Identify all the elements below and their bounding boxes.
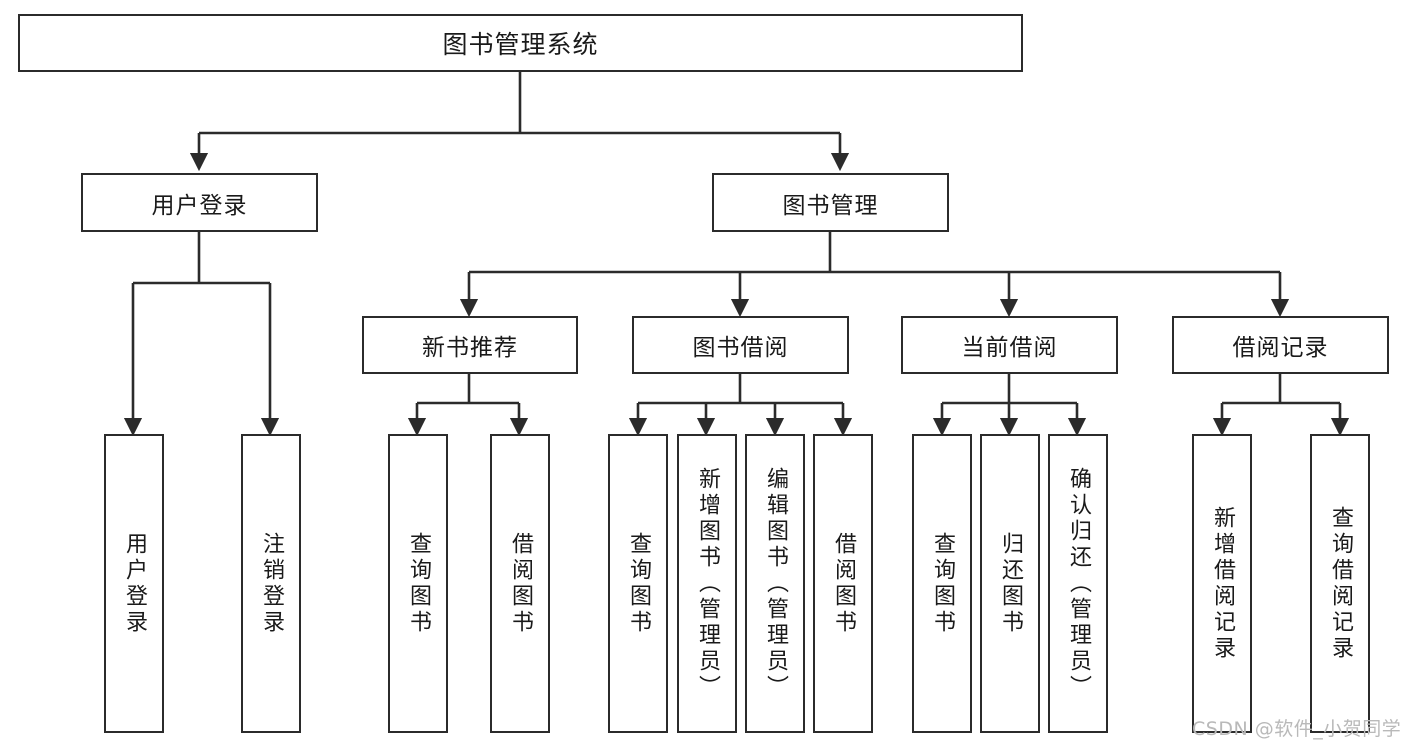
node-leaf-logout-login-label: 注销登录 bbox=[259, 531, 284, 636]
node-leaf-add-book-label: 新增图书（管理员） bbox=[695, 466, 720, 701]
node-root-label: 图书管理系统 bbox=[442, 30, 599, 59]
node-leaf-borrow-book-1-label: 借阅图书 bbox=[508, 531, 533, 636]
node-leaf-edit-book-label: 编辑图书（管理员） bbox=[763, 466, 788, 701]
node-borrow-record-label: 借阅记录 bbox=[1232, 335, 1329, 361]
node-leaf-return-book-label: 归还图书 bbox=[998, 531, 1023, 636]
node-leaf-query-book-1[interactable]: 查询图书 bbox=[388, 434, 448, 733]
node-root[interactable]: 图书管理系统 bbox=[18, 14, 1023, 72]
node-borrow-record[interactable]: 借阅记录 bbox=[1172, 316, 1389, 374]
node-book-management[interactable]: 图书管理 bbox=[712, 173, 949, 232]
node-user-login-label: 用户登录 bbox=[151, 192, 248, 219]
node-book-borrow-label: 图书借阅 bbox=[692, 335, 789, 361]
watermark: CSDN @软件_小贺同学 bbox=[1192, 718, 1402, 740]
node-leaf-borrow-book-2-label: 借阅图书 bbox=[831, 531, 856, 636]
node-leaf-logout-login[interactable]: 注销登录 bbox=[241, 434, 301, 733]
node-leaf-return-book[interactable]: 归还图书 bbox=[980, 434, 1040, 733]
node-leaf-query-book-2-label: 查询图书 bbox=[626, 531, 651, 636]
node-leaf-query-book-1-label: 查询图书 bbox=[406, 531, 431, 636]
node-leaf-add-record-label: 新增借阅记录 bbox=[1210, 505, 1235, 662]
node-leaf-add-book[interactable]: 新增图书（管理员） bbox=[677, 434, 737, 733]
node-leaf-borrow-book-1[interactable]: 借阅图书 bbox=[490, 434, 550, 733]
node-new-book-recommend-label: 新书推荐 bbox=[422, 335, 518, 361]
node-leaf-query-record[interactable]: 查询借阅记录 bbox=[1310, 434, 1370, 733]
node-leaf-query-book-3-label: 查询图书 bbox=[930, 531, 955, 636]
node-leaf-query-book-3[interactable]: 查询图书 bbox=[912, 434, 972, 733]
node-book-management-label: 图书管理 bbox=[782, 192, 879, 219]
node-leaf-user-login[interactable]: 用户登录 bbox=[104, 434, 164, 733]
node-book-borrow[interactable]: 图书借阅 bbox=[632, 316, 849, 374]
node-current-borrow-label: 当前借阅 bbox=[961, 335, 1058, 361]
node-leaf-query-record-label: 查询借阅记录 bbox=[1328, 505, 1353, 662]
node-current-borrow[interactable]: 当前借阅 bbox=[901, 316, 1118, 374]
node-leaf-edit-book[interactable]: 编辑图书（管理员） bbox=[745, 434, 805, 733]
node-leaf-confirm-return-label: 确认归还（管理员） bbox=[1066, 466, 1091, 701]
node-leaf-borrow-book-2[interactable]: 借阅图书 bbox=[813, 434, 873, 733]
node-leaf-user-login-label: 用户登录 bbox=[122, 531, 147, 636]
node-leaf-confirm-return[interactable]: 确认归还（管理员） bbox=[1048, 434, 1108, 733]
node-leaf-query-book-2[interactable]: 查询图书 bbox=[608, 434, 668, 733]
node-leaf-add-record[interactable]: 新增借阅记录 bbox=[1192, 434, 1252, 733]
node-user-login[interactable]: 用户登录 bbox=[81, 173, 318, 232]
node-new-book-recommend[interactable]: 新书推荐 bbox=[362, 316, 578, 374]
